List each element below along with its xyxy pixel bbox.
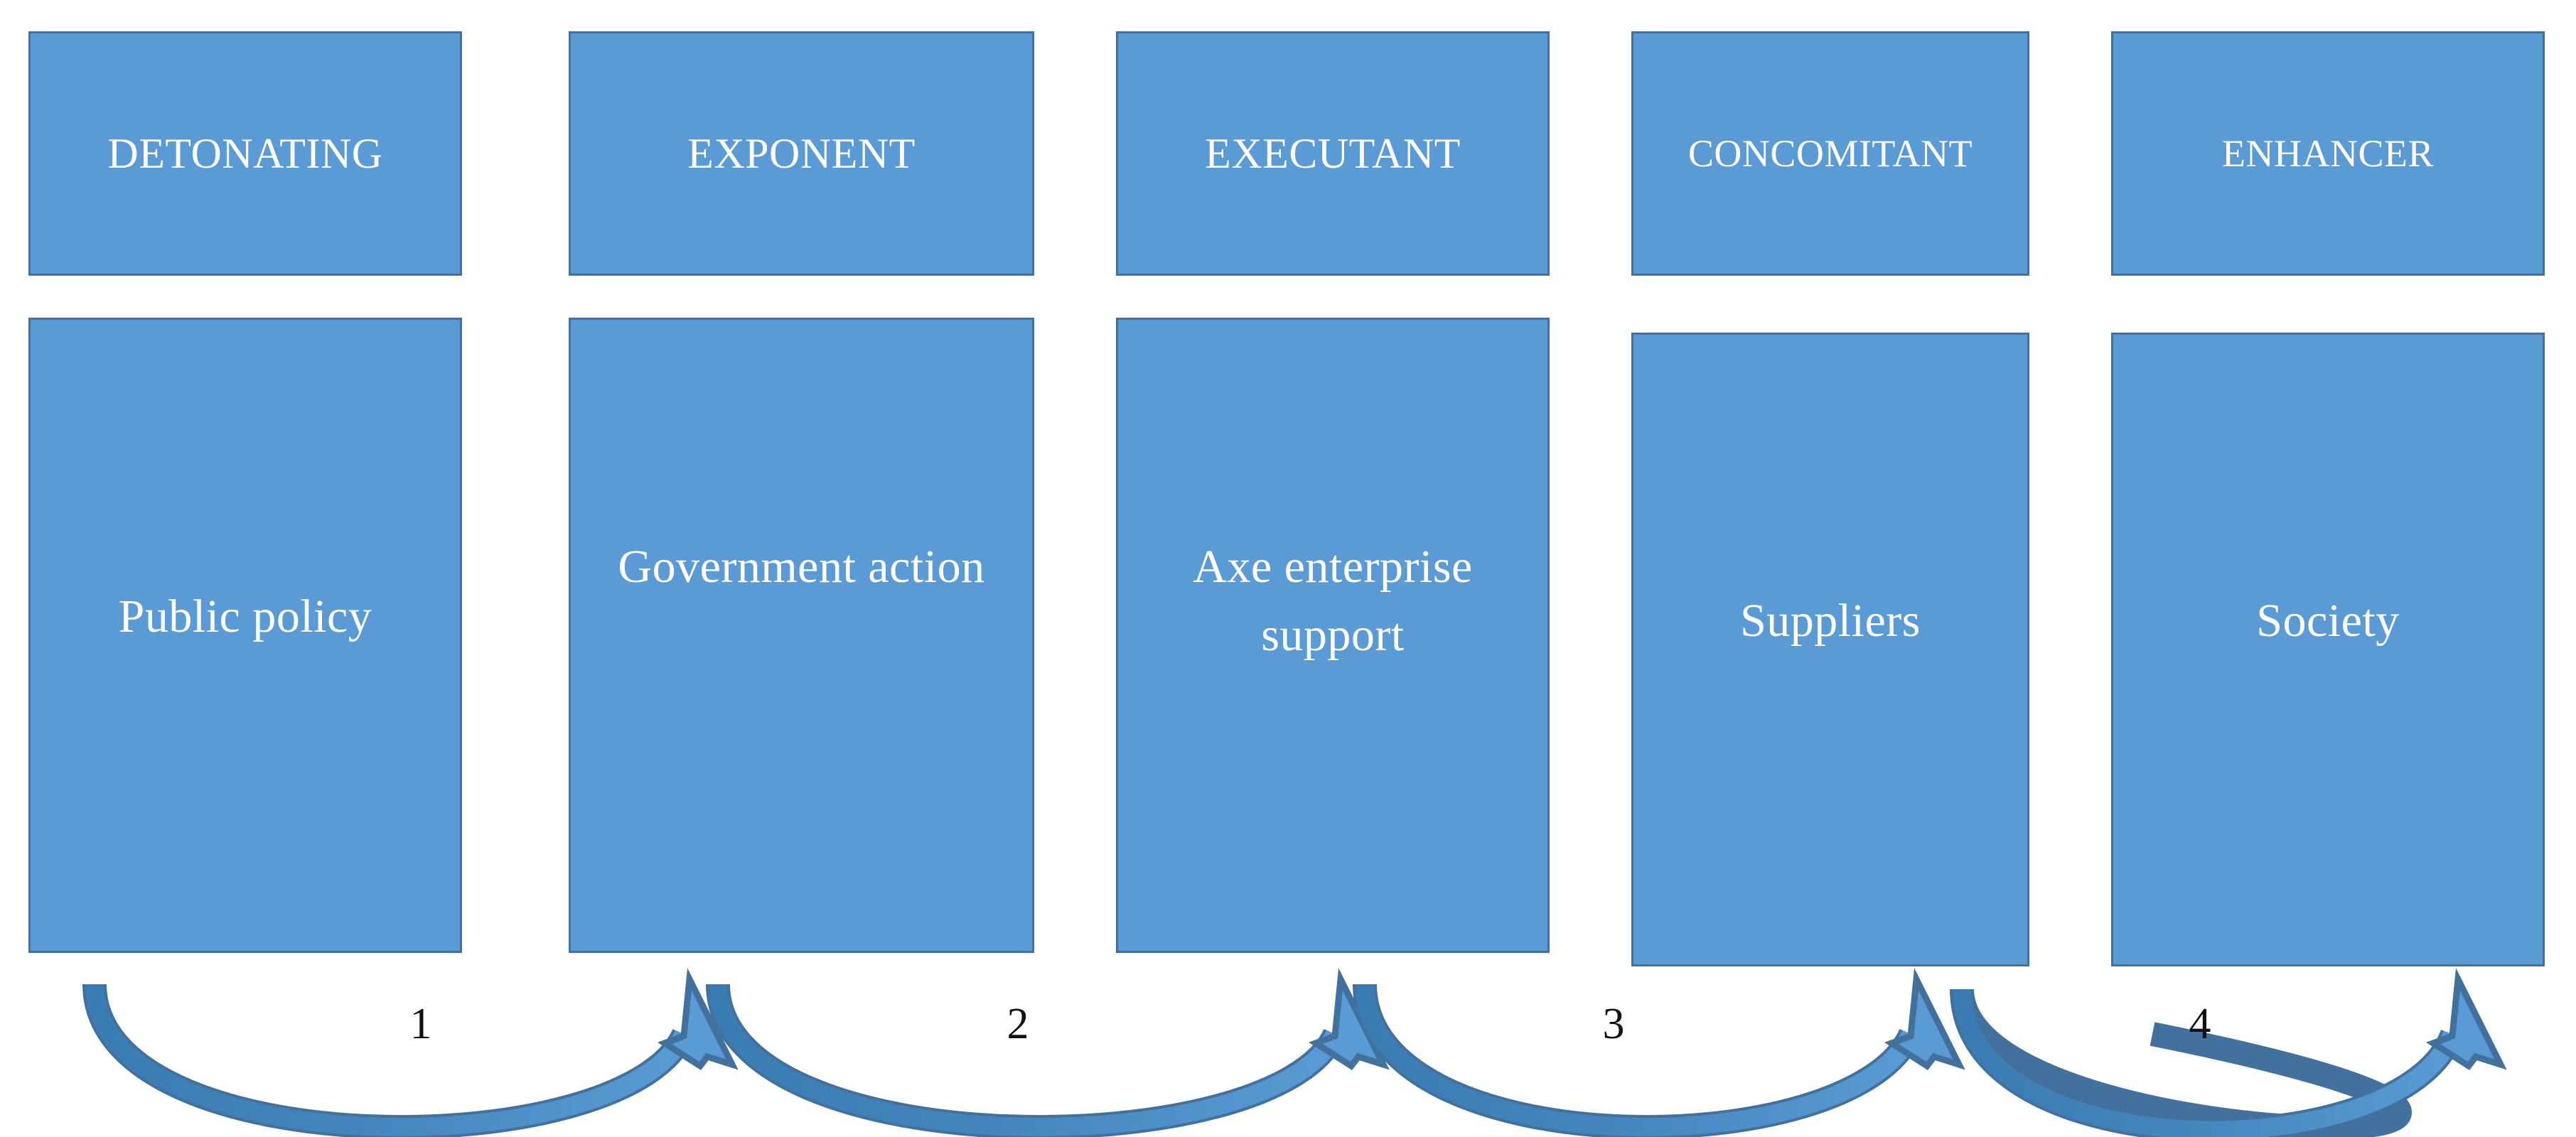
body-box-government-action[interactable]: Government action xyxy=(569,318,1034,953)
header-box-detonating[interactable]: DETONATING xyxy=(28,31,462,276)
body-box-public-policy[interactable]: Public policy xyxy=(28,318,462,953)
body-box-society[interactable]: Society xyxy=(2111,333,2545,966)
body-box-label: Society xyxy=(2256,595,2400,647)
header-box-enhancer[interactable]: ENHANCER xyxy=(2111,31,2545,276)
connector-label-2: 2 xyxy=(1007,1000,1029,1048)
header-box-label: DETONATING xyxy=(107,129,383,177)
header-box-exponent[interactable]: EXPONENT xyxy=(569,31,1034,276)
header-box-label: ENHANCER xyxy=(2222,131,2434,175)
connector-label-4: 4 xyxy=(2189,1000,2211,1048)
body-box-axe-enterprise-support[interactable]: Axe enterprise support xyxy=(1116,318,1550,953)
body-box-label: Public policy xyxy=(118,591,372,642)
connector-arrow-3 xyxy=(1353,968,1965,1137)
connector-label-3: 3 xyxy=(1602,1000,1625,1048)
header-box-label: EXPONENT xyxy=(687,129,916,177)
header-box-label: EXECUTANT xyxy=(1205,129,1461,177)
body-box-label: Suppliers xyxy=(1740,595,1921,647)
body-box-label: Axe enterprise support xyxy=(1193,541,1473,661)
body-box-suppliers[interactable]: Suppliers xyxy=(1631,333,2029,966)
connector-label-1: 1 xyxy=(409,1000,432,1048)
header-box-concomitant[interactable]: CONCOMITANT xyxy=(1631,31,2029,276)
body-box-label: Government action xyxy=(618,541,985,593)
header-box-executant[interactable]: EXECUTANT xyxy=(1116,31,1550,276)
header-box-label: CONCOMITANT xyxy=(1687,131,1973,175)
